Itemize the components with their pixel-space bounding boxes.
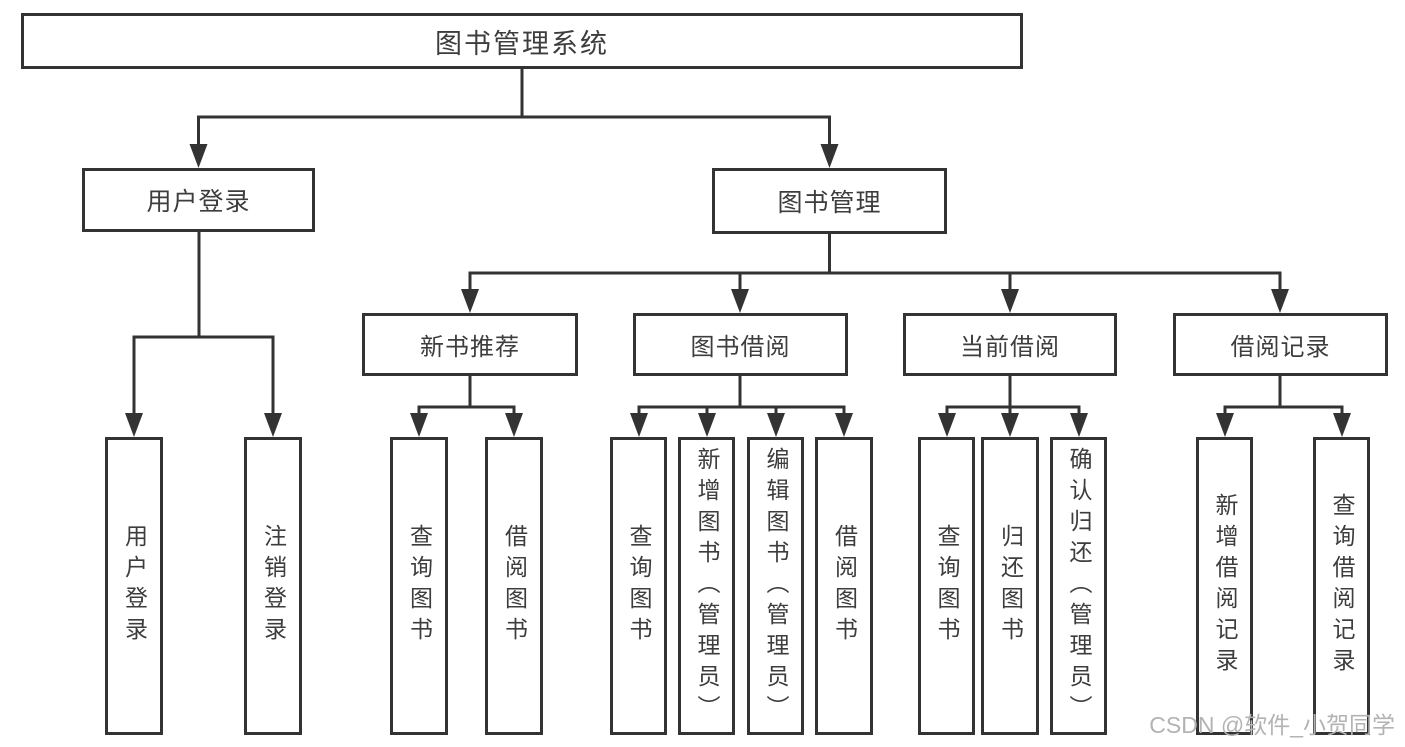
leaf-borrowing-borrow-books: 借阅图书 bbox=[815, 437, 873, 735]
node-book-management: 图书管理 bbox=[712, 168, 947, 234]
node-user-login: 用户登录 bbox=[82, 168, 315, 232]
leaf-borrowing-query-books: 查询图书 bbox=[610, 437, 667, 735]
node-book-borrowing: 图书借阅 bbox=[633, 313, 848, 376]
leaf-add-books-admin: 新增图书（管理员） bbox=[678, 437, 735, 735]
leaf-user-login: 用户登录 bbox=[105, 437, 163, 735]
node-new-book-recommend: 新书推荐 bbox=[362, 313, 578, 376]
node-root: 图书管理系统 bbox=[21, 13, 1023, 69]
leaf-current-query-books: 查询图书 bbox=[918, 437, 975, 735]
node-borrowing-records: 借阅记录 bbox=[1173, 313, 1388, 376]
leaf-add-borrow-record: 新增借阅记录 bbox=[1196, 437, 1253, 735]
leaf-edit-books-admin: 编辑图书（管理员） bbox=[747, 437, 804, 735]
leaf-logout-login: 注销登录 bbox=[244, 437, 302, 735]
leaf-query-borrow-record: 查询借阅记录 bbox=[1313, 437, 1370, 735]
leaf-recommend-query-books: 查询图书 bbox=[390, 437, 448, 735]
leaf-return-books: 归还图书 bbox=[981, 437, 1039, 735]
leaf-confirm-return-admin: 确认归还（管理员） bbox=[1050, 437, 1107, 735]
leaf-recommend-borrow-books: 借阅图书 bbox=[485, 437, 543, 735]
csdn-watermark: CSDN @软件_小贺同学 bbox=[1149, 712, 1395, 738]
node-current-borrowing: 当前借阅 bbox=[903, 313, 1117, 376]
